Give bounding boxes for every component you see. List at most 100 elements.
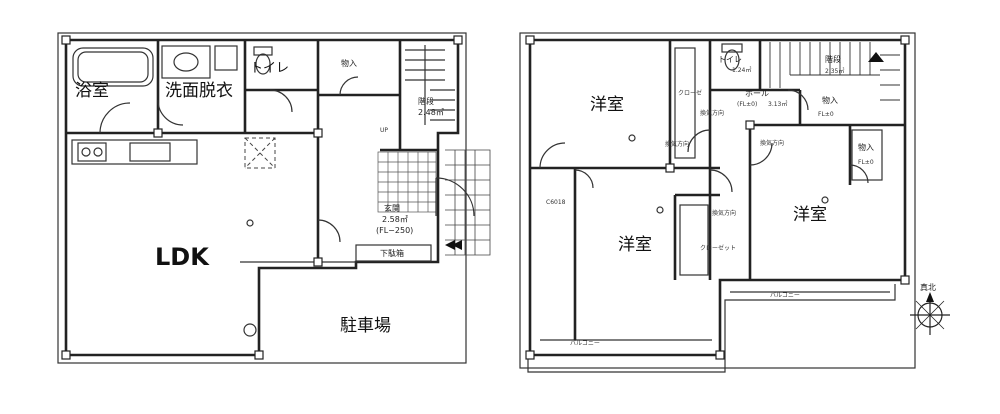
western-room-1-label: 洋室	[590, 95, 624, 115]
porch	[445, 149, 491, 256]
column	[525, 350, 535, 360]
up-label: UP	[380, 127, 388, 134]
toilet-bowl	[724, 49, 740, 71]
washing-machine	[214, 45, 238, 71]
stairs-arrow-icon	[868, 52, 884, 62]
column	[745, 120, 755, 130]
door-swing	[317, 219, 341, 243]
shoe-cabinet-box	[355, 244, 432, 262]
storage-fl-2f-2: FL±0	[858, 159, 874, 166]
parking-label: 駐車場	[340, 316, 391, 336]
entrance-fl: (FL−250)	[376, 226, 413, 235]
door-swing	[709, 169, 733, 193]
toilet-size-2f: 1.24㎡	[732, 66, 751, 74]
western-room-3-label: 洋室	[793, 205, 827, 225]
vent-direction-2: 換気方向	[760, 139, 784, 147]
door-swing	[574, 169, 594, 189]
entrance-arrow-icon	[445, 240, 462, 250]
door-swing	[269, 89, 293, 113]
floor1-stairs	[405, 45, 455, 125]
stairs-label-2f: 階段	[825, 54, 841, 64]
vent-direction-4: 換気方向	[712, 209, 736, 217]
ceiling-light	[246, 219, 254, 227]
north-compass-icon	[910, 292, 950, 335]
column	[453, 35, 463, 45]
stairs-size: 2.48㎡	[418, 108, 444, 117]
closet-label-2: クローゼット	[700, 244, 736, 252]
toilet-tank	[721, 43, 743, 53]
toilet-label-2f: トイレ	[718, 55, 742, 64]
column	[900, 275, 910, 285]
balcony-label-1: バルコニー	[570, 340, 600, 347]
vent-direction-1: 換気方向	[665, 140, 689, 148]
door-swing	[539, 142, 566, 169]
kitchen-counter	[71, 139, 198, 165]
bath-label: 浴室	[75, 81, 109, 101]
vent-direction-3: 換気方向	[700, 109, 724, 117]
door-swing	[157, 99, 184, 126]
column	[254, 350, 264, 360]
floor1-dim-frame	[57, 32, 467, 364]
closet-box	[679, 204, 709, 276]
door-swing	[849, 164, 869, 184]
ceiling-light	[656, 206, 664, 214]
storage-label-2f-2: 物入	[858, 142, 874, 152]
floor2-stairs	[769, 42, 900, 101]
floor2-plan	[519, 32, 950, 373]
stairs-size-2f: 2.35㎡	[825, 67, 844, 75]
door-swing	[687, 129, 711, 153]
floor1-plan	[57, 32, 491, 364]
bathtub	[72, 47, 154, 87]
hall-fl: (FL±0)	[737, 101, 757, 108]
stairs-label: 階段	[418, 96, 434, 106]
hall-label: ホール	[745, 89, 769, 98]
burner	[81, 147, 91, 157]
ceiling-light	[628, 134, 636, 142]
washroom-label: 洗面脱衣	[165, 81, 233, 101]
ceiling-light	[821, 196, 829, 204]
hall-size: 3.13㎡	[768, 100, 787, 108]
balcony-outline	[527, 284, 896, 373]
toilet-bowl	[255, 53, 271, 75]
burner	[93, 147, 103, 157]
balcony-label-2: バルコニー	[770, 292, 800, 299]
closet-box	[674, 47, 696, 159]
storage-box	[851, 129, 883, 181]
balcony-rail	[540, 291, 890, 341]
entrance-tile	[377, 151, 437, 213]
column	[313, 128, 323, 138]
toilet-tank	[253, 46, 273, 56]
door-swing	[339, 76, 359, 96]
floor2-dim-frame	[519, 32, 916, 369]
floor2-outer-wall	[528, 38, 907, 357]
door-swing	[99, 102, 131, 134]
code-label: C6018	[546, 199, 566, 206]
kitchen-sink	[129, 142, 171, 162]
column	[153, 128, 163, 138]
entrance-door-swing	[435, 177, 475, 217]
pipe	[243, 323, 257, 337]
storage-label-2f-1: 物入	[822, 95, 838, 105]
toilet-label: トイレ	[250, 61, 289, 76]
storage-fl-2f-1: FL±0	[818, 111, 834, 118]
column	[900, 35, 910, 45]
entrance-size: 2.58㎡	[382, 215, 408, 224]
western-room-2-label: 洋室	[618, 235, 652, 255]
column	[715, 350, 725, 360]
column	[61, 350, 71, 360]
door-swing	[749, 142, 773, 166]
column	[61, 35, 71, 45]
washbasin	[161, 45, 211, 79]
shoe-cabinet-label: 下駄箱	[380, 248, 404, 258]
stove	[77, 142, 107, 162]
entrance-label: 玄関	[384, 203, 400, 213]
column	[665, 163, 675, 173]
ldk-label: LDK	[155, 243, 210, 271]
closet-label-1: クローゼ	[678, 89, 702, 97]
washbasin-bowl	[173, 52, 199, 72]
fridge-space	[244, 137, 276, 169]
column	[313, 257, 323, 267]
fridge-cross	[244, 137, 276, 169]
true-north-label: 真北	[920, 282, 936, 292]
